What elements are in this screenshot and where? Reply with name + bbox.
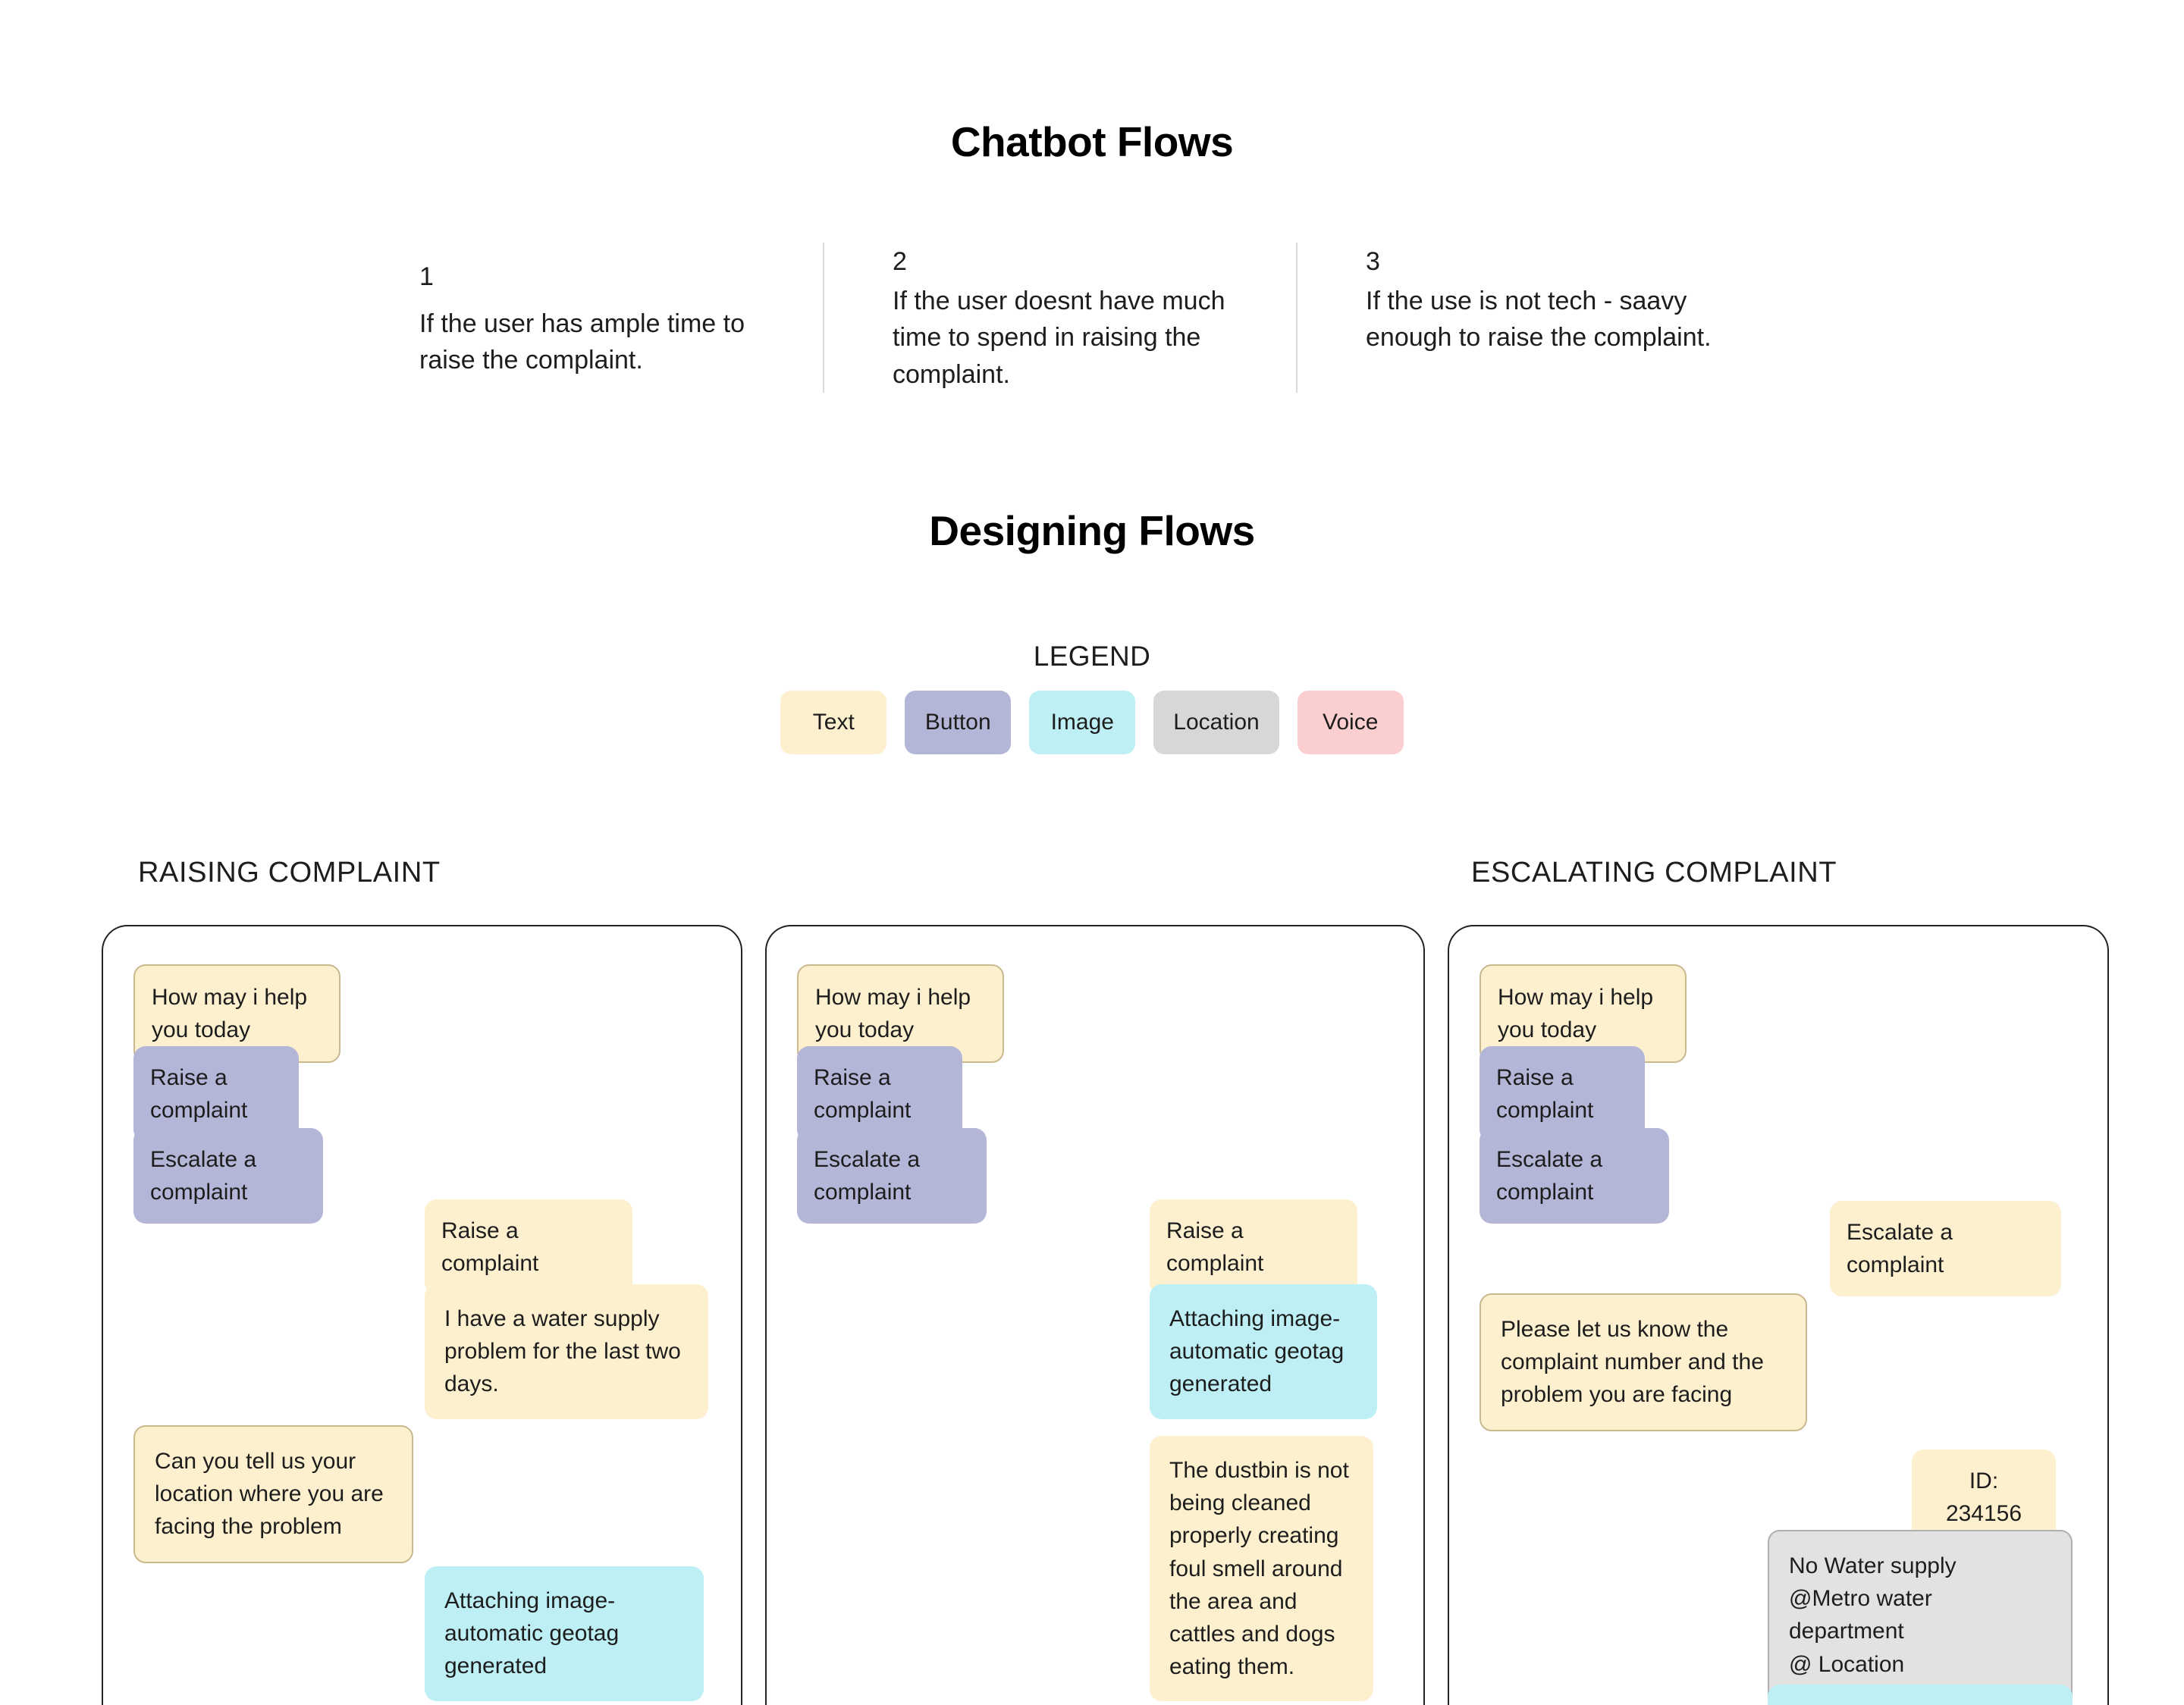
chat-bubble: Escalate a complaint bbox=[1830, 1201, 2061, 1297]
chat-bubble: Attaching image-automatic geotag generat… bbox=[425, 1566, 704, 1701]
legend-title: LEGEND bbox=[1033, 641, 1151, 672]
chat-bubble: ID: 234156 bbox=[1912, 1450, 2056, 1546]
legend-chip-button: Button bbox=[905, 691, 1012, 754]
legend-chip-voice: Voice bbox=[1297, 691, 1404, 754]
flow-header-escalating-complaint: ESCALATING COMPLAINT bbox=[1471, 857, 1837, 889]
scenario-description: If the user doesnt have much time to spe… bbox=[893, 287, 1225, 389]
chat-bubble[interactable]: Raise a complaint bbox=[133, 1046, 299, 1142]
scenario-number: 1 bbox=[419, 262, 434, 291]
scenario-item-2: 2 If the user doesnt have much time to s… bbox=[823, 243, 1296, 393]
chat-bubble: I have a water supply problem for the la… bbox=[425, 1284, 708, 1419]
chat-bubble[interactable]: Escalate a complaint bbox=[133, 1128, 323, 1224]
chat-bubble: Please let us know the complaint number … bbox=[1480, 1293, 1807, 1431]
chat-bubble: The dustbin is not being cleaned properl… bbox=[1150, 1436, 1373, 1702]
flow-card-2: How may i help you today Raise a complai… bbox=[765, 925, 1425, 1705]
scenario-number: 2 bbox=[893, 247, 907, 276]
chat-bubble[interactable]: Raise a complaint bbox=[1480, 1046, 1645, 1142]
chat-bubble bbox=[1768, 1685, 2073, 1705]
flow-card-1: How may i help you today Raise a complai… bbox=[102, 925, 742, 1705]
scenario-description: If the user has ample time to raise the … bbox=[419, 309, 745, 375]
page-title-chatbot-flows: Chatbot Flows bbox=[950, 118, 1234, 165]
flow-header-raising-complaint: RAISING COMPLAINT bbox=[138, 857, 441, 889]
page-title-designing-flows: Designing Flows bbox=[929, 507, 1255, 554]
legend-chip-text: Text bbox=[780, 691, 887, 754]
chat-bubble[interactable]: Escalate a complaint bbox=[797, 1128, 987, 1224]
legend-chip-location: Location bbox=[1153, 691, 1279, 754]
legend: LEGEND Text Button Image Location Voice bbox=[0, 641, 2184, 754]
scenario-list: 1 If the user has ample time to raise th… bbox=[419, 243, 1769, 393]
chat-bubble[interactable]: Escalate a complaint bbox=[1480, 1128, 1669, 1224]
scenario-description: If the use is not tech - saavy enough to… bbox=[1366, 287, 1712, 353]
scenario-item-1: 1 If the user has ample time to raise th… bbox=[419, 243, 823, 393]
chat-bubble: No Water supply @Metro water department … bbox=[1768, 1530, 2073, 1705]
chat-bubble: Raise a complaint bbox=[1150, 1199, 1357, 1296]
chat-bubble: Attaching image-automatic geotag generat… bbox=[1150, 1284, 1377, 1419]
legend-chip-image: Image bbox=[1029, 691, 1136, 754]
chat-bubble: Raise a complaint bbox=[425, 1199, 632, 1296]
scenario-number: 3 bbox=[1366, 247, 1380, 276]
legend-chip-row: Text Button Image Location Voice bbox=[0, 691, 2184, 754]
flow-card-3: How may i help you today Raise a complai… bbox=[1448, 925, 2109, 1705]
chat-bubble[interactable]: Raise a complaint bbox=[797, 1046, 962, 1142]
chat-bubble: Can you tell us your location where you … bbox=[133, 1425, 413, 1563]
scenario-item-3: 3 If the use is not tech - saavy enough … bbox=[1296, 243, 1769, 393]
